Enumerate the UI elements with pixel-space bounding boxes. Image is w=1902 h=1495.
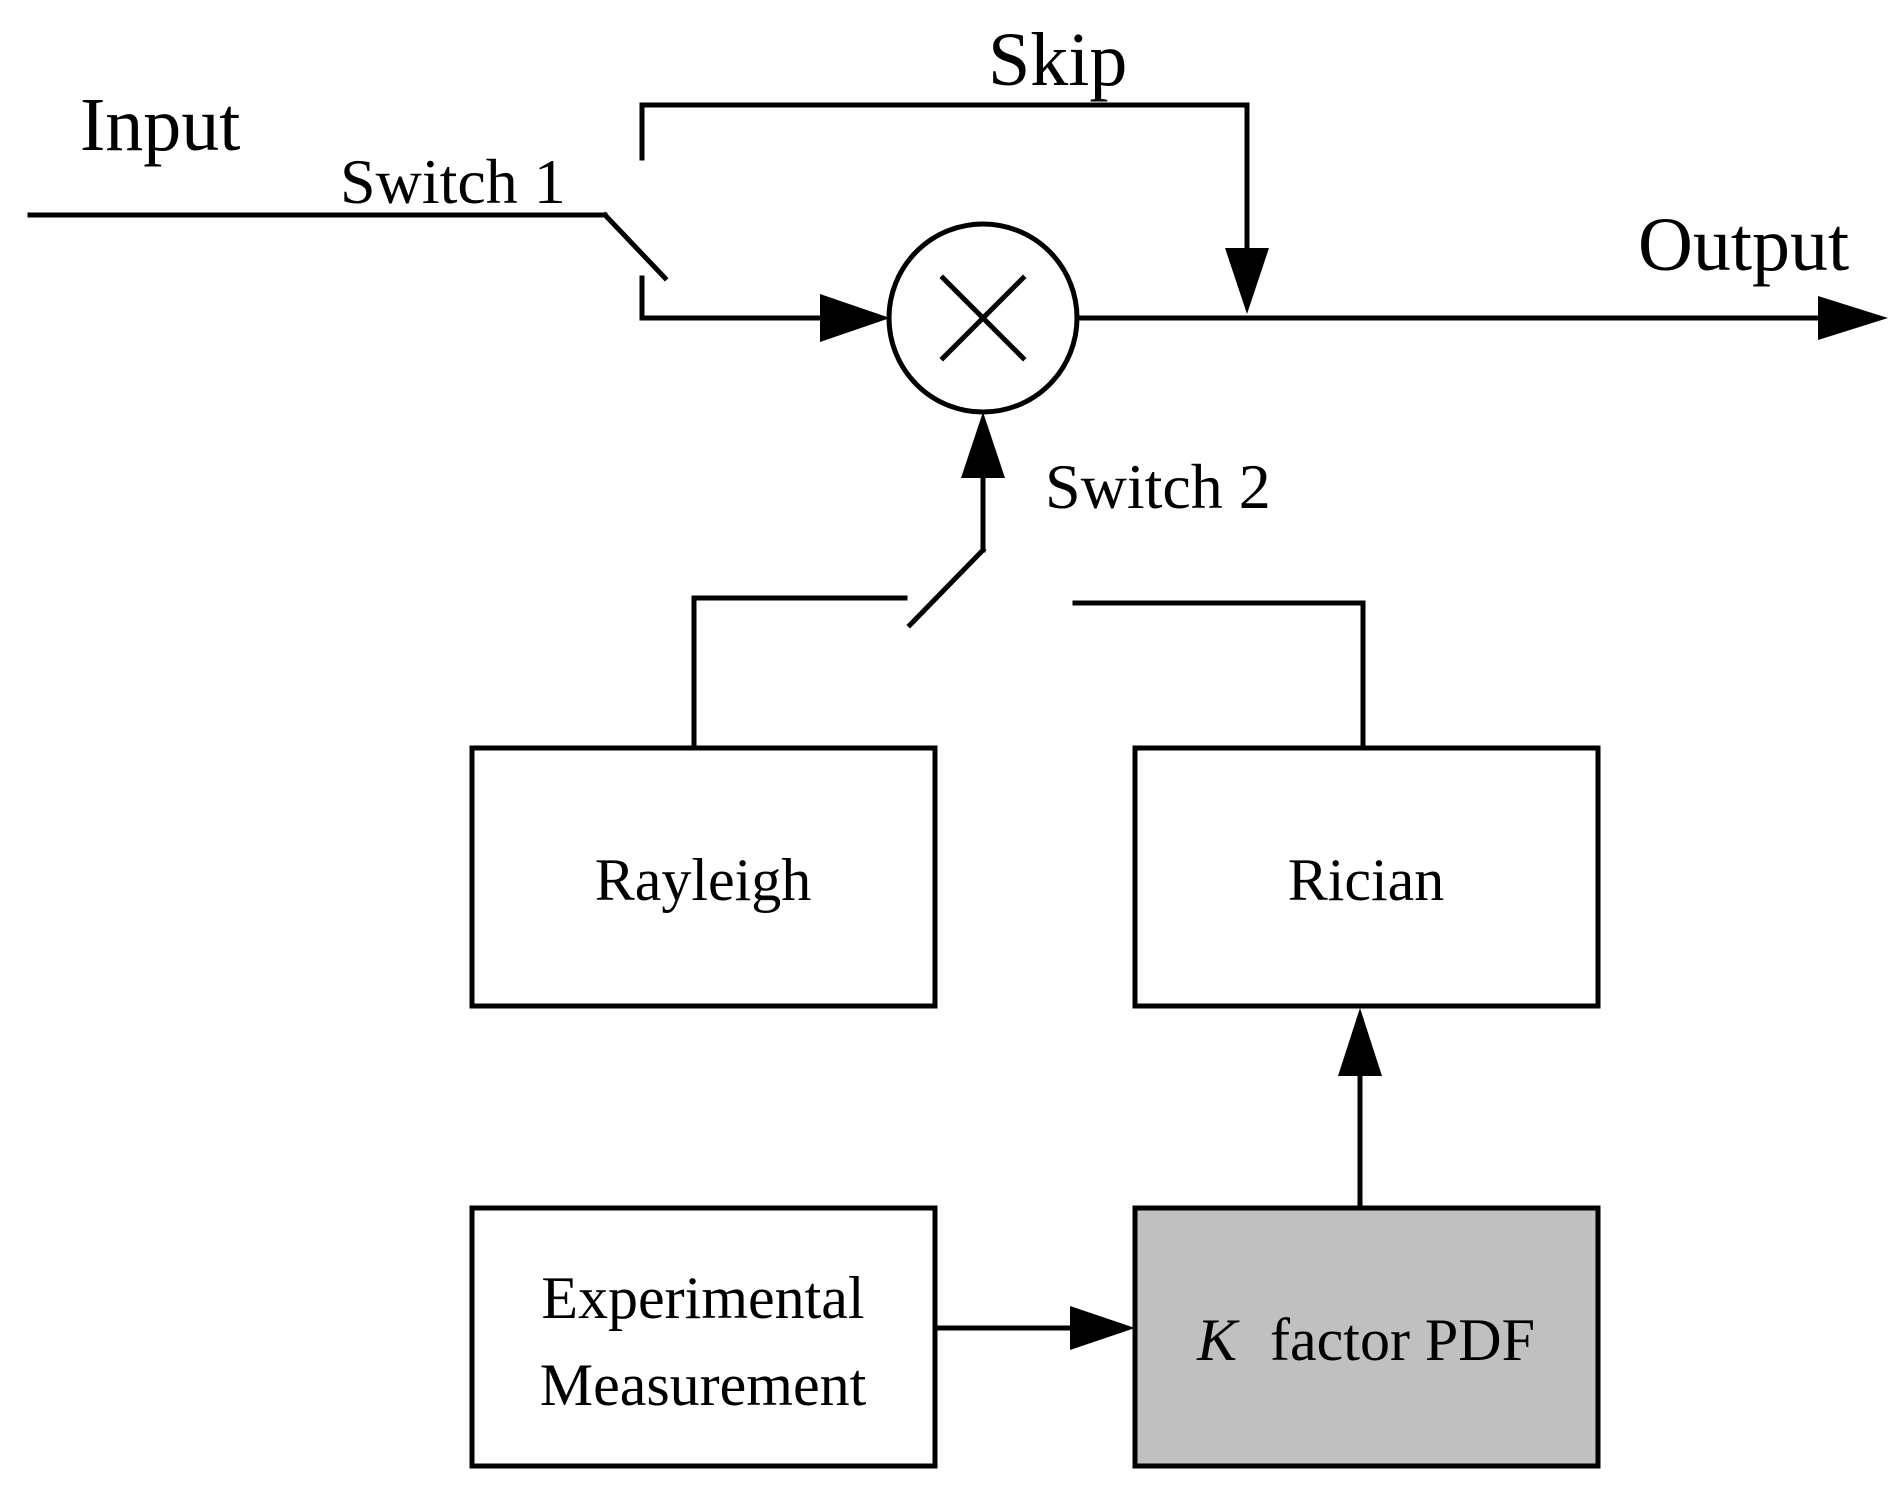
skip-arrow	[1225, 248, 1269, 314]
kfactor-pdf-block	[1132, 1205, 1601, 1469]
rician-block	[1132, 745, 1601, 1009]
switch2-label: Switch 2	[1045, 451, 1271, 522]
experimental-label-line2: Measurement	[540, 1352, 867, 1418]
switch2-to-multiplier-arrow	[961, 412, 1005, 478]
experimental-label-line1: Experimental	[541, 1265, 864, 1331]
output-arrow	[1818, 296, 1888, 340]
rayleigh-block	[469, 745, 938, 1009]
input-label: Input	[80, 83, 240, 167]
rayleigh-label: Rayleigh	[595, 847, 812, 913]
multiply-circle-icon	[886, 221, 1080, 415]
experimental-to-kfactor-arrow	[1070, 1306, 1135, 1350]
input-to-multiplier-arrow	[820, 294, 890, 342]
output-label: Output	[1638, 203, 1849, 287]
kfactor-to-rician-arrow	[1338, 1008, 1382, 1076]
experimental-measurement-block	[469, 1205, 938, 1469]
switch1-blade	[601, 211, 669, 282]
kfactor-label-text: factor PDF	[1270, 1307, 1535, 1373]
kfactor-italic-symbol: K	[1196, 1307, 1240, 1373]
rician-label: Rician	[1288, 847, 1445, 913]
kfactor-label: K factor PDF	[1196, 1307, 1535, 1373]
skip-label: Skip	[988, 18, 1127, 102]
switch1-label: Switch 1	[340, 146, 566, 217]
switch2-blade	[906, 546, 987, 629]
